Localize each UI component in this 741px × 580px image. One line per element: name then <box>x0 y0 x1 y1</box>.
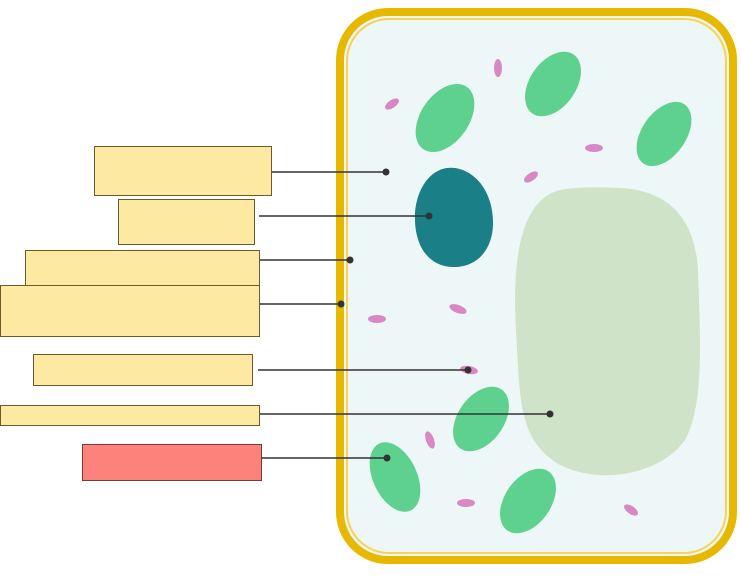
leader-dot-2 <box>425 212 433 220</box>
mitochondrion <box>524 171 538 183</box>
mitochondrion <box>624 504 638 516</box>
label-box-1[interactable] <box>94 146 272 196</box>
chloroplast <box>636 101 692 167</box>
label-box-4[interactable] <box>0 285 260 337</box>
nucleus <box>414 167 494 268</box>
label-box-5[interactable] <box>33 354 253 386</box>
leader-dot-4 <box>337 300 345 308</box>
chloroplast <box>500 468 556 534</box>
mitochondrion <box>368 315 386 323</box>
label-box-6[interactable] <box>0 405 260 426</box>
leader-dot-5 <box>464 366 472 374</box>
chloroplast <box>453 386 509 452</box>
central-vacuole <box>515 187 701 476</box>
leader-dot-1 <box>382 168 390 176</box>
leader-lines <box>258 168 554 462</box>
label-box-2[interactable] <box>118 199 255 245</box>
chloroplast <box>525 51 581 117</box>
label-box-3[interactable] <box>25 250 260 286</box>
mitochondrion <box>494 59 502 77</box>
cell-membrane <box>346 18 727 554</box>
leader-dot-3 <box>346 256 354 264</box>
mitochondrion <box>457 499 475 507</box>
chloroplast <box>369 442 421 512</box>
label-box-7[interactable] <box>82 444 262 481</box>
mitochondrion <box>449 304 467 314</box>
leader-dot-6 <box>546 410 554 418</box>
leader-dot-7 <box>383 454 391 462</box>
mitochondrion <box>585 144 603 152</box>
mitochondrion <box>385 98 399 110</box>
mitochondrion <box>425 431 435 449</box>
chloroplast <box>415 83 475 153</box>
